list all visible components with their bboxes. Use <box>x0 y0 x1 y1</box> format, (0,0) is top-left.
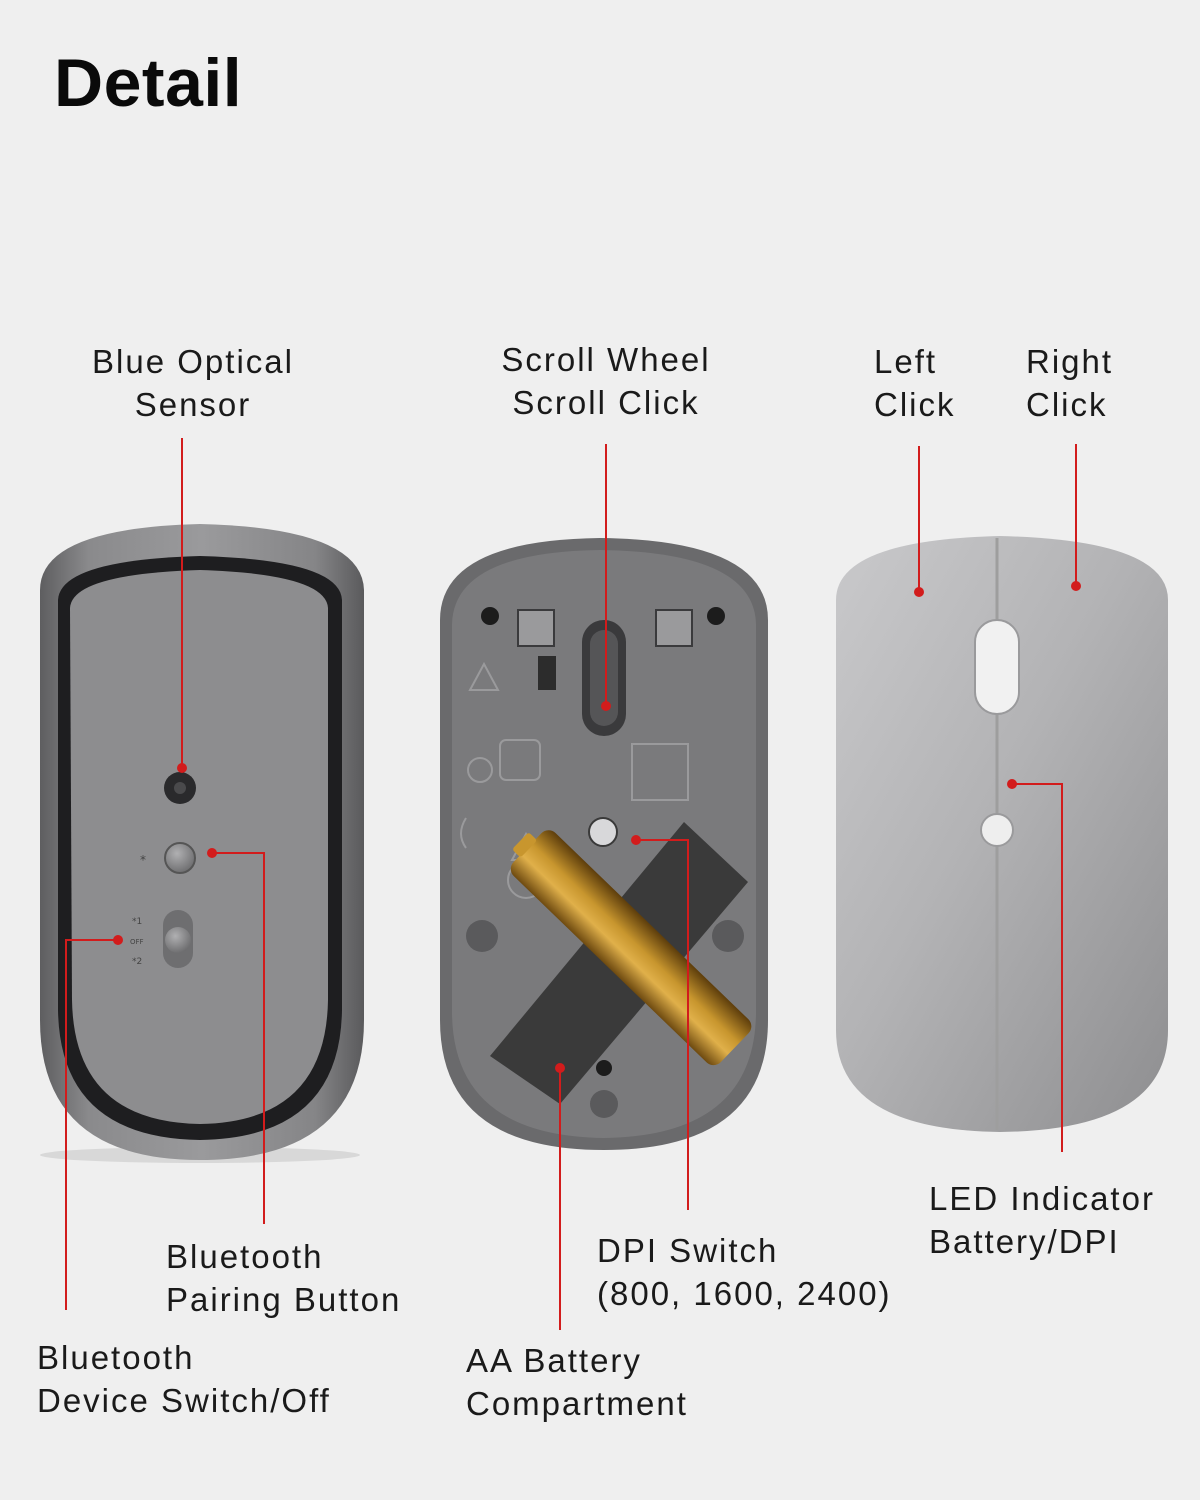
label-left-click: Left Click <box>874 343 956 423</box>
label-scroll-wheel: Scroll Wheel Scroll Click <box>501 341 711 421</box>
scroll-wheel-icon <box>974 619 1020 715</box>
label-led-indicator: LED Indicator Battery/DPI <box>929 1180 1155 1260</box>
label-bluetooth-pairing: Bluetooth Pairing Button <box>166 1238 402 1318</box>
mouse-top-right <box>836 536 1168 1132</box>
led-indicator-icon <box>980 813 1014 847</box>
page-title: Detail <box>54 45 243 121</box>
label-right-click: Right Click <box>1026 343 1114 423</box>
callout-lines <box>65 438 1077 1330</box>
label-aa-battery: AA Battery Compartment <box>466 1342 688 1422</box>
aa-battery-icon <box>510 830 752 1066</box>
mouse-bottom-center <box>440 538 768 1150</box>
svg-text:OFF: OFF <box>130 938 144 946</box>
svg-text:*: * <box>140 853 146 867</box>
svg-text:*1: *1 <box>132 917 142 927</box>
svg-text:*2: *2 <box>132 957 142 967</box>
callout-dots <box>113 581 1081 1073</box>
dpi-switch-icon <box>588 817 618 847</box>
label-blue-optical-sensor: Blue Optical Sensor <box>92 343 294 423</box>
device-switch-icon <box>165 927 191 953</box>
mouse-bottom-left: * *1 OFF *2 <box>40 524 364 1163</box>
label-dpi-switch: DPI Switch (800, 1600, 2400) <box>597 1232 892 1312</box>
pairing-button-icon <box>164 842 196 874</box>
label-bluetooth-switch: Bluetooth Device Switch/Off <box>37 1339 331 1419</box>
